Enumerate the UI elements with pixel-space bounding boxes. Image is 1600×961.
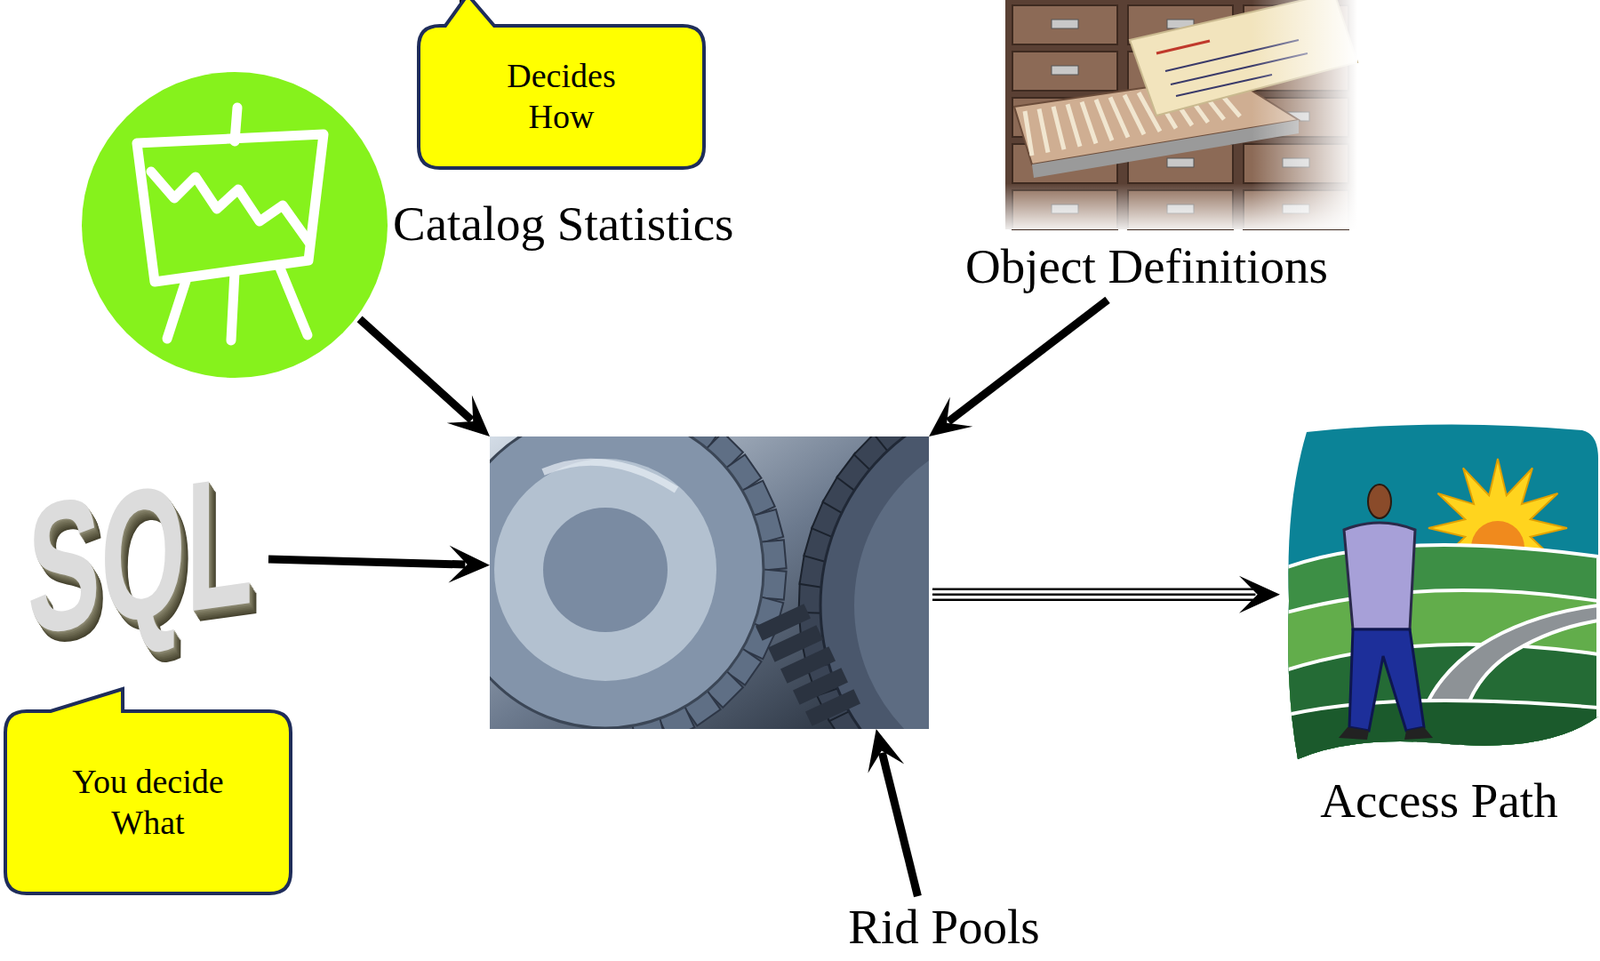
- flow-arrow: [268, 545, 490, 584]
- arrow-line: [360, 319, 472, 421]
- arrow-line: [268, 559, 465, 565]
- statistics-icon: Catalog Statistics: [81, 72, 388, 378]
- card-catalog-photo: [1005, 0, 1358, 230]
- callout-shape: [5, 711, 291, 894]
- arrow-head: [1239, 576, 1280, 614]
- definitions-photo: Object Definitions: [920, 0, 1374, 298]
- arrow-line: [932, 587, 1256, 591]
- arrow-head: [867, 728, 904, 774]
- easel-chart-icon: [81, 72, 388, 378]
- flow-arrow: [928, 299, 1108, 437]
- caption-text: Access Path: [1280, 774, 1599, 829]
- sql-logo: SQL: [15, 428, 265, 696]
- arrow-head: [447, 395, 490, 437]
- arrow-line: [932, 592, 1256, 596]
- caption-text: Catalog Statistics: [392, 197, 734, 252]
- arrow-line: [932, 598, 1256, 601]
- logo-text: SQL: [27, 437, 254, 672]
- callout-box: Decides How: [418, 25, 704, 168]
- callout-shape: [418, 25, 704, 168]
- callout-outline: [418, 0, 704, 168]
- callout-box: You decide What: [5, 711, 291, 894]
- arrow-line: [948, 299, 1108, 422]
- access-path-icon: Access Path: [1280, 423, 1599, 841]
- flow-arrow: [360, 319, 490, 437]
- arrow-line: [881, 752, 918, 896]
- optimizer-gears: [489, 436, 929, 729]
- caption-text: Object Definitions: [920, 240, 1374, 295]
- node-text: Rid Pools: [848, 900, 1040, 955]
- node-text: You decide What: [59, 761, 238, 843]
- flow-arrow: [867, 728, 918, 896]
- rid-pool-label: Rid Pools: [828, 899, 1060, 955]
- arrow-head: [928, 396, 973, 437]
- access-path-clipart: [1280, 423, 1599, 766]
- callout-outline: [5, 688, 291, 894]
- gears-photo: [489, 436, 929, 729]
- node-text: Decides How: [472, 56, 651, 137]
- arrow-head: [448, 545, 490, 584]
- flow-arrow: [932, 576, 1280, 614]
